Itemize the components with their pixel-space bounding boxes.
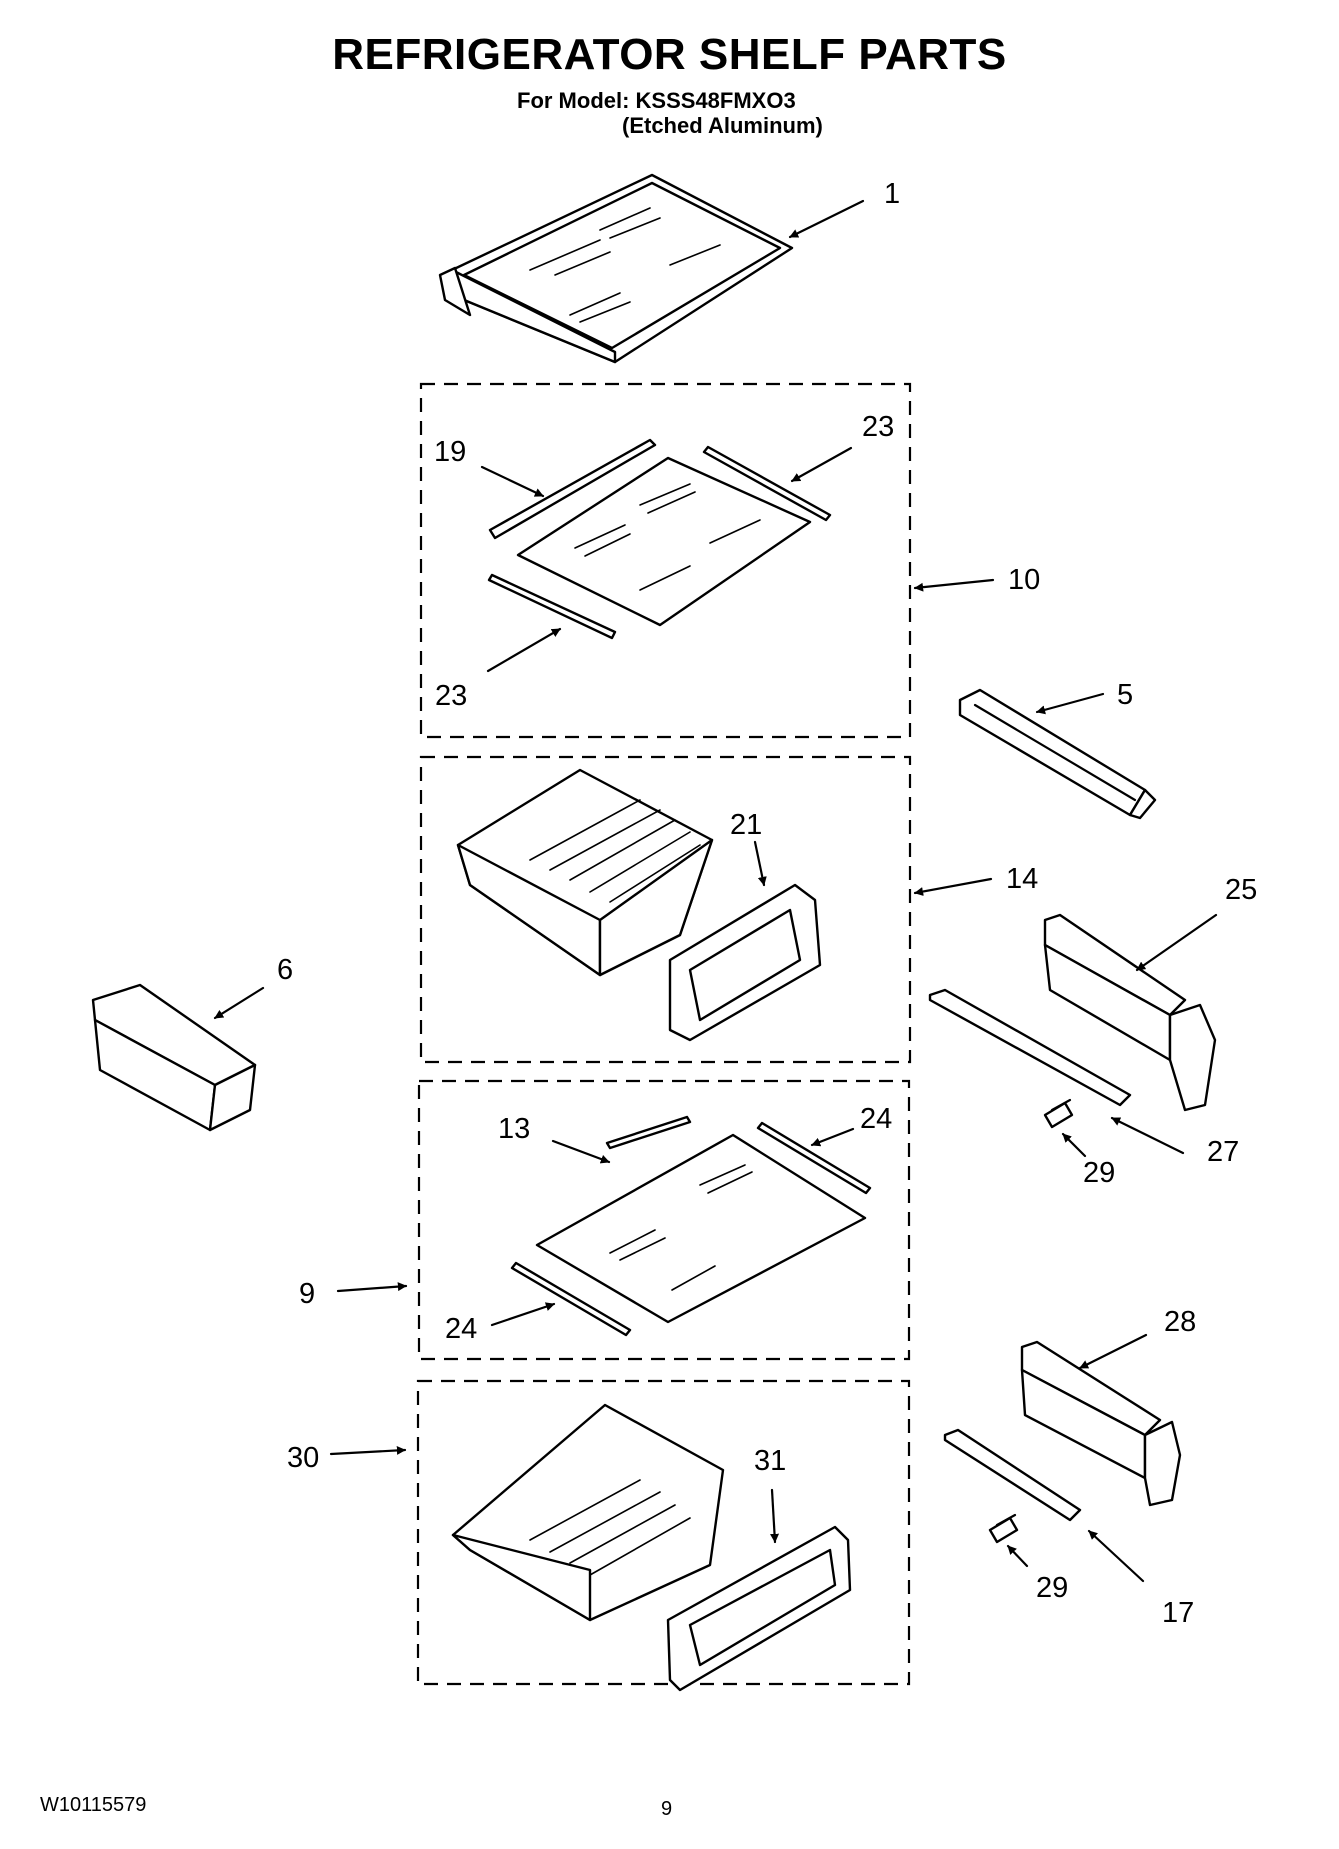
callout-29-lower: 29 bbox=[1036, 1572, 1068, 1604]
assembly-box-9 bbox=[417, 1079, 911, 1361]
part-31-drawer-front[interactable] bbox=[666, 1525, 852, 1692]
callout-19: 19 bbox=[434, 436, 466, 468]
page-title: REFRIGERATOR SHELF PARTS bbox=[332, 30, 1007, 79]
callout-1: 1 bbox=[884, 178, 900, 210]
callout-17: 17 bbox=[1162, 1597, 1194, 1629]
assembly-box-14 bbox=[419, 755, 912, 1064]
callout-30: 30 bbox=[287, 1442, 319, 1474]
part-29-screw-upper[interactable] bbox=[1043, 1098, 1074, 1129]
callout-9: 9 bbox=[299, 1278, 315, 1310]
assembly-box-10 bbox=[419, 382, 912, 739]
part-25-cover[interactable] bbox=[1043, 913, 1217, 1112]
part-5-bracket[interactable] bbox=[958, 688, 1157, 820]
part-30-freezer-drawer[interactable] bbox=[451, 1403, 725, 1622]
document-number: W10115579 bbox=[40, 1794, 147, 1816]
part-10-shelf-assembly[interactable] bbox=[487, 438, 832, 640]
callout-29-upper: 29 bbox=[1083, 1157, 1115, 1189]
callout-14: 14 bbox=[1006, 863, 1038, 895]
model-line: For Model: KSSS48FMXO3 bbox=[517, 88, 796, 113]
callout-27: 27 bbox=[1207, 1136, 1239, 1168]
page-number: 9 bbox=[661, 1798, 673, 1820]
finish-line: (Etched Aluminum) bbox=[622, 113, 823, 138]
part-9-shelf-assembly[interactable] bbox=[510, 1115, 872, 1337]
part-28-cover[interactable] bbox=[1020, 1340, 1182, 1507]
callout-24-bottom: 24 bbox=[445, 1313, 477, 1345]
callout-21: 21 bbox=[730, 809, 762, 841]
callout-10: 10 bbox=[1008, 564, 1040, 596]
part-6-door-bin[interactable] bbox=[91, 983, 257, 1132]
assembly-box-30 bbox=[416, 1379, 911, 1686]
callout-6: 6 bbox=[277, 954, 293, 986]
callout-24-top: 24 bbox=[860, 1103, 892, 1135]
part-21-drawer-front[interactable] bbox=[668, 883, 822, 1042]
part-1-shelf[interactable] bbox=[438, 173, 794, 364]
part-27-slide-rail[interactable] bbox=[928, 988, 1132, 1107]
part-14-crisper-drawer[interactable] bbox=[456, 768, 714, 977]
leader-lines bbox=[213, 199, 1218, 1583]
callout-13: 13 bbox=[498, 1113, 530, 1145]
part-17-slide-rail[interactable] bbox=[943, 1428, 1082, 1522]
callout-28: 28 bbox=[1164, 1306, 1196, 1338]
part-29-screw-lower[interactable] bbox=[988, 1513, 1019, 1544]
callout-25: 25 bbox=[1225, 874, 1257, 906]
callout-23-top: 23 bbox=[862, 411, 894, 443]
callout-23-bottom: 23 bbox=[435, 680, 467, 712]
callout-5: 5 bbox=[1117, 679, 1133, 711]
callout-31: 31 bbox=[754, 1445, 786, 1477]
